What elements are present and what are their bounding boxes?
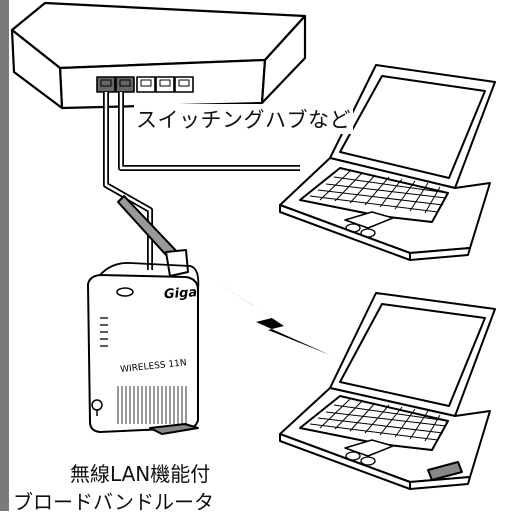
laptop-icon (279, 64, 496, 261)
switching-hub-icon (10, 1, 307, 110)
router-brand-logo: Giga (163, 285, 197, 302)
laptop-icon (279, 292, 496, 490)
wireless-router-icon (87, 195, 200, 435)
left-wall-bar (0, 0, 9, 511)
lightning-icon (214, 280, 330, 355)
router-label-line2: ブロードバンドルータ (13, 490, 214, 514)
router-label-line1: 無線LAN機能付 (70, 462, 211, 486)
hub-ports (96, 76, 194, 93)
switching-hub-label: スイッチングハブなど (134, 104, 353, 134)
cable-icon (103, 92, 300, 270)
